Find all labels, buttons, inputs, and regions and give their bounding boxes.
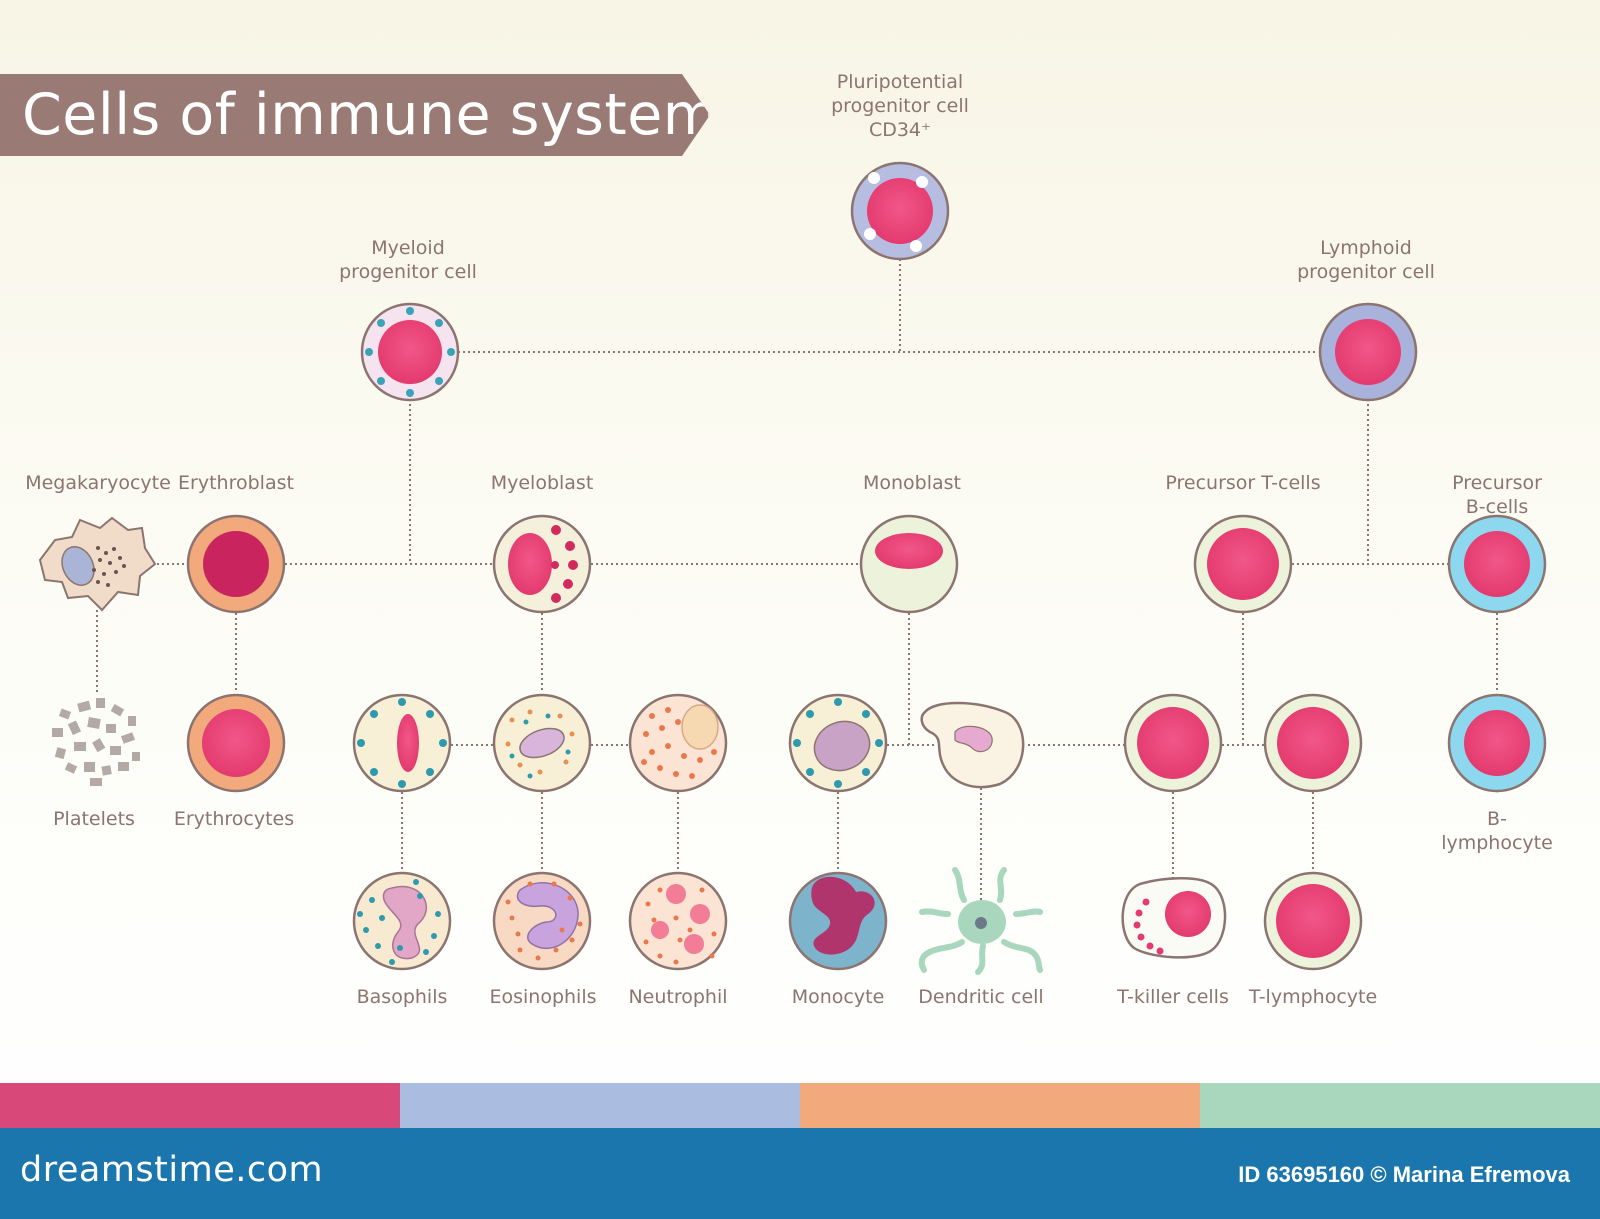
monocyte-label: Monocyte — [791, 986, 885, 1008]
color-bar-blue — [400, 1083, 800, 1128]
b-lymphocyte-label: B-lymphocyte — [1441, 808, 1553, 854]
precursor-b-label: Precursor B-cells — [1452, 472, 1542, 518]
monocyte-cell — [788, 871, 888, 971]
myeloblast-cell — [492, 514, 592, 614]
basophils-label: Basophils — [356, 986, 448, 1008]
neutrophil-cell — [628, 871, 728, 971]
monoblast-cell — [859, 514, 959, 614]
basophil-precursor-cell — [352, 693, 452, 793]
erythroblast-cell — [186, 514, 286, 614]
t-killer-precursor-cell — [1123, 693, 1223, 793]
lymphoid-progenitor-cell — [1318, 302, 1418, 402]
monoblast-label: Monoblast — [862, 472, 962, 494]
lymphoid-progenitor-label: Lymphoid progenitor cell — [1297, 237, 1435, 283]
megakaryocyte-label: Megakaryocyte — [25, 472, 171, 494]
t-killer-cell — [1121, 877, 1227, 959]
dendritic-cell — [918, 867, 1043, 975]
pluripotential-progenitor-cell — [850, 161, 950, 261]
platelets-label: Platelets — [53, 808, 135, 830]
b-lymphocyte-cell — [1447, 693, 1547, 793]
connector-lines — [96, 259, 1498, 900]
site-logo[interactable]: dreamstime.com — [20, 1150, 324, 1190]
color-bar-orange — [800, 1083, 1200, 1128]
erythrocytes-cell — [186, 693, 286, 793]
dendritic-label: Dendritic cell — [918, 986, 1044, 1008]
erythroblast-label: Erythroblast — [178, 472, 294, 494]
basophils-cell — [352, 871, 452, 971]
myeloid-progenitor-cell — [360, 302, 460, 402]
monocyte-precursor-cell — [788, 693, 888, 793]
eosinophils-label: Eosinophils — [489, 986, 597, 1008]
megakaryocyte-cell — [38, 516, 157, 612]
erythrocytes-label: Erythrocytes — [173, 808, 295, 830]
immune-cell-diagram — [38, 161, 1547, 975]
precursor-t-cell — [1193, 514, 1293, 614]
t-killer-label: T-killer cells — [1117, 986, 1229, 1008]
eosinophils-cell — [492, 871, 592, 971]
myeloid-progenitor-label: Myeloid progenitor cell — [339, 237, 477, 283]
platelets-cell — [52, 698, 140, 786]
t-lymphocyte-label: T-lymphocyte — [1248, 986, 1378, 1008]
pluripotential-label: Pluripotential progenitor cell CD34⁺ — [831, 71, 969, 141]
myeloblast-label: Myeloblast — [490, 472, 594, 494]
precursor-t-label: Precursor T-cells — [1165, 472, 1321, 494]
footer-bar: dreamstime.com ID 63695160 © Marina Efre… — [0, 1128, 1600, 1219]
neutrophil-label: Neutrophil — [628, 986, 728, 1008]
color-bar-pink — [0, 1083, 400, 1128]
color-bar-green — [1200, 1083, 1600, 1128]
neutrophil-precursor-cell — [628, 693, 728, 793]
eosinophil-precursor-cell — [492, 693, 592, 793]
page-title: Cells of immune system — [22, 82, 719, 148]
dendritic-precursor-cell — [920, 701, 1025, 789]
t-lymphocyte-cell — [1263, 871, 1363, 971]
image-credit: ID 63695160 © Marina Efremova — [1238, 1162, 1570, 1187]
t-lymphocyte-precursor-cell — [1263, 693, 1363, 793]
title-banner: Cells of immune system — [0, 74, 710, 156]
precursor-b-cell — [1447, 514, 1547, 614]
